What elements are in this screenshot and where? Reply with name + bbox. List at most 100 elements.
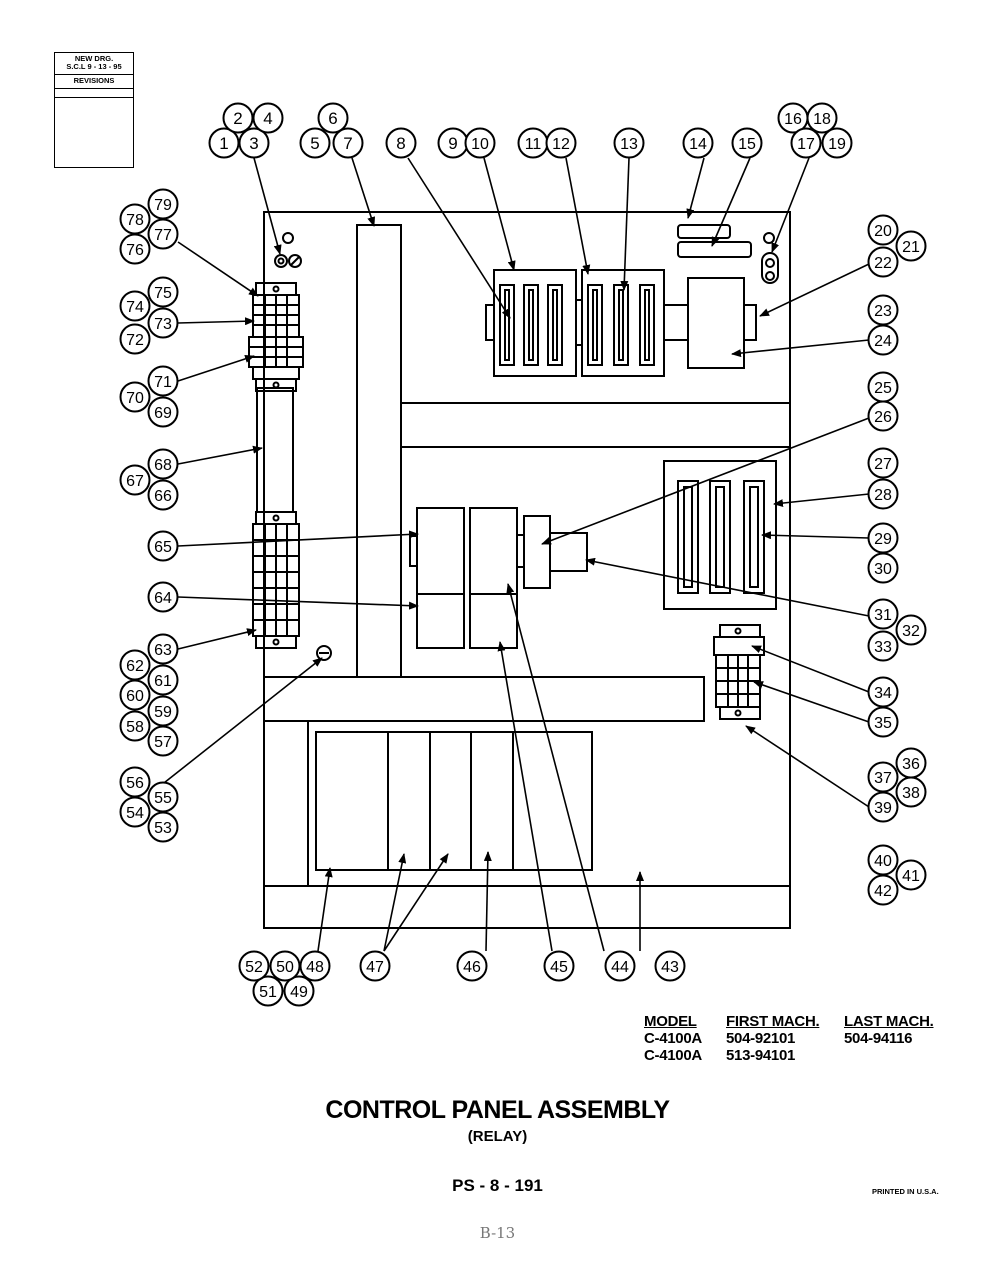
leader-line [745,725,870,808]
callout-4: 4 [252,102,284,134]
leader-line [751,645,870,693]
callout-50: 50 [269,950,301,982]
callout-label: 45 [550,959,568,976]
callout-label: 41 [902,868,920,885]
callout-72: 72 [119,323,151,355]
callout-label: 29 [874,531,892,548]
model-header: MODEL [644,1013,697,1030]
callout-78: 78 [119,203,151,235]
callout-51: 51 [252,975,284,1007]
callout-label: 64 [154,590,172,607]
callout-27: 27 [867,447,899,479]
callout-11: 11 [517,127,549,159]
callout-label: 19 [828,136,846,153]
model-table-row: C-4100A 504-92101 504-94116 [644,1030,949,1047]
leader-line [731,339,870,358]
callout-75: 75 [147,276,179,308]
callout-label: 39 [874,800,892,817]
callout-label: 67 [126,473,144,490]
callout-24: 24 [867,324,899,356]
callout-label: 32 [902,623,920,640]
callout-10: 10 [464,127,496,159]
leader-line [177,530,419,547]
callout-73: 73 [147,307,179,339]
first-mach-cell: 504-92101 [726,1030,796,1047]
last-mach-cell [844,1047,949,1064]
callout-39: 39 [867,791,899,823]
callout-61: 61 [147,664,179,696]
callout-label: 57 [154,734,172,751]
model-table-header: MODEL FIRST MACH. LAST MACH. [644,1013,949,1030]
callout-34: 34 [867,676,899,708]
callout-label: 71 [154,374,172,391]
callout-9: 9 [437,127,469,159]
callout-label: 72 [126,332,144,349]
leader-line [383,853,449,952]
revisions-label: REVISIONS [73,76,115,85]
callout-36: 36 [895,747,927,779]
callout-8: 8 [385,127,417,159]
leader-line [686,157,705,219]
printed-note: PRINTED IN U.S.A. [872,1187,939,1196]
callout-69: 69 [147,396,179,428]
callout-label: 49 [290,984,308,1001]
callout-label: 22 [874,255,892,272]
callout-12: 12 [545,127,577,159]
leader-line [317,867,333,952]
callout-22: 22 [867,246,899,278]
callout-label: 51 [259,984,277,1001]
callout-53: 53 [147,811,179,843]
callout-label: 16 [784,111,802,128]
leader-line [565,157,591,275]
model-cell: C-4100A [644,1030,702,1047]
callout-52: 52 [238,950,270,982]
callout-20: 20 [867,214,899,246]
callout-37: 37 [867,761,899,793]
callout-56: 56 [119,766,151,798]
leader-line [497,641,553,952]
leader-line [149,657,323,795]
leader-lines [149,157,870,952]
callout-32: 32 [895,614,927,646]
callout-23: 23 [867,294,899,326]
callout-label: 31 [874,607,892,624]
page-number: B-13 [479,1224,516,1242]
callout-76: 76 [119,233,151,265]
leader-line [759,263,870,317]
callout-label: 48 [306,959,324,976]
callout-44: 44 [604,950,636,982]
revision-block: NEW DRG. S.C.L 9 - 13 - 95 REVISIONS [54,52,134,168]
callout-label: 26 [874,409,892,426]
callout-label: 62 [126,658,144,675]
callout-label: 46 [463,959,481,976]
callout-5: 5 [299,127,331,159]
callout-label: 33 [874,639,892,656]
callout-38: 38 [895,776,927,808]
callout-35: 35 [867,706,899,738]
callout-77: 77 [147,218,179,250]
callout-31: 31 [867,598,899,630]
callout-label: 58 [126,719,144,736]
leader-line [253,157,282,255]
callout-29: 29 [867,522,899,554]
callout-19: 19 [821,127,853,159]
callout-26: 26 [867,400,899,432]
leader-line [620,157,630,291]
callout-3: 3 [238,127,270,159]
callout-49: 49 [283,975,315,1007]
callout-62: 62 [119,649,151,681]
callout-label: 76 [126,242,144,259]
callout-63: 63 [147,633,179,665]
callout-label: 79 [154,197,172,214]
callout-label: 21 [902,239,920,256]
callout-47: 47 [359,950,391,982]
last-mach-cell: 504-94116 [844,1030,913,1047]
first-mach-cell: 513-94101 [726,1047,796,1064]
leader-line [177,355,255,382]
leader-line [585,557,870,617]
callout-label: 77 [154,227,172,244]
callout-18: 18 [806,102,838,134]
callout-label: 42 [874,883,892,900]
callout-label: 15 [738,136,756,153]
